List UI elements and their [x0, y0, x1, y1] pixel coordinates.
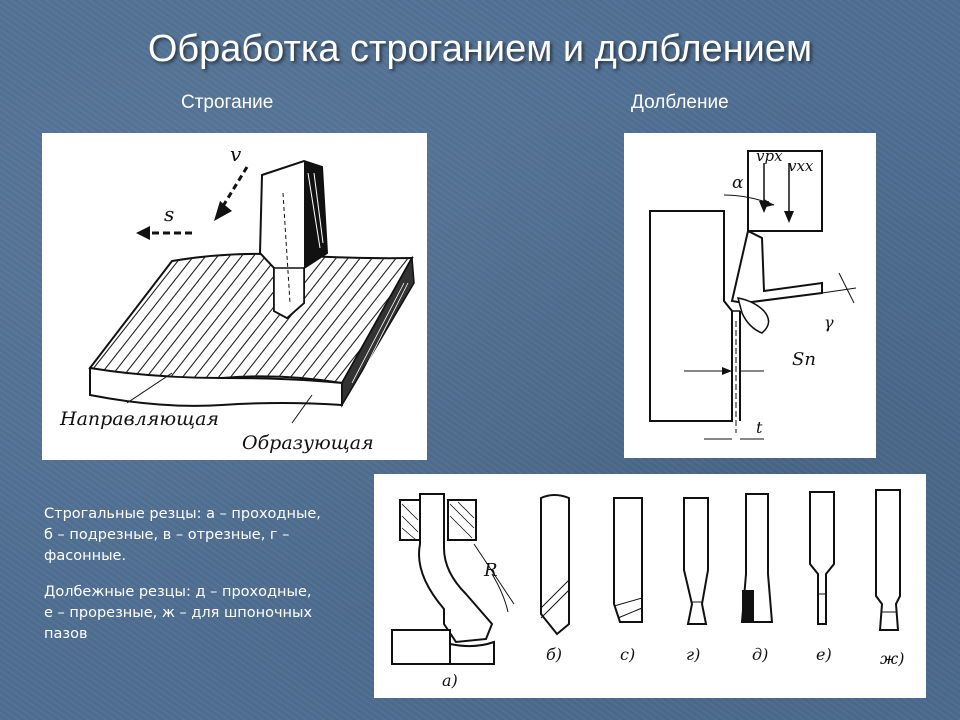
alpha-label: α [732, 173, 744, 193]
depth-label: t [756, 418, 763, 437]
slotting-figure: vрх vхх α γ Sn t [624, 133, 876, 458]
feed-label: s [164, 202, 174, 226]
label-c: с) [620, 645, 635, 664]
label-a: а) [442, 671, 458, 690]
subtitle-planing: Строгание [181, 92, 274, 113]
caption-slotting-cutters: Долбежные резцы: д – проходные, е – прор… [44, 584, 313, 642]
generatrix-label: Образующая [242, 432, 374, 454]
label-d: д) [752, 645, 768, 664]
planing-figure: v s Направляющая Образующая [42, 133, 427, 460]
gamma-label: γ [824, 313, 834, 332]
vxx-label: vхх [788, 157, 814, 175]
velocity-label: v [230, 142, 242, 166]
slide-title: Обработка строганием и долблением [147, 28, 813, 70]
radius-label: R [483, 560, 498, 581]
caption-planing-cutters: Строгальные резцы: а – проходные, б – по… [44, 506, 321, 564]
label-b: б) [546, 645, 562, 664]
label-g: г) [686, 645, 700, 664]
sn-label: Sn [792, 349, 816, 370]
label-e: е) [816, 645, 832, 664]
tools-figure: R а) б) с) г) д) е) ж) [374, 474, 926, 698]
label-zh: ж) [880, 649, 904, 668]
vpx-label: vрх [756, 147, 783, 165]
subtitle-slotting: Долбление [631, 92, 729, 113]
guide-label: Направляющая [59, 408, 219, 430]
